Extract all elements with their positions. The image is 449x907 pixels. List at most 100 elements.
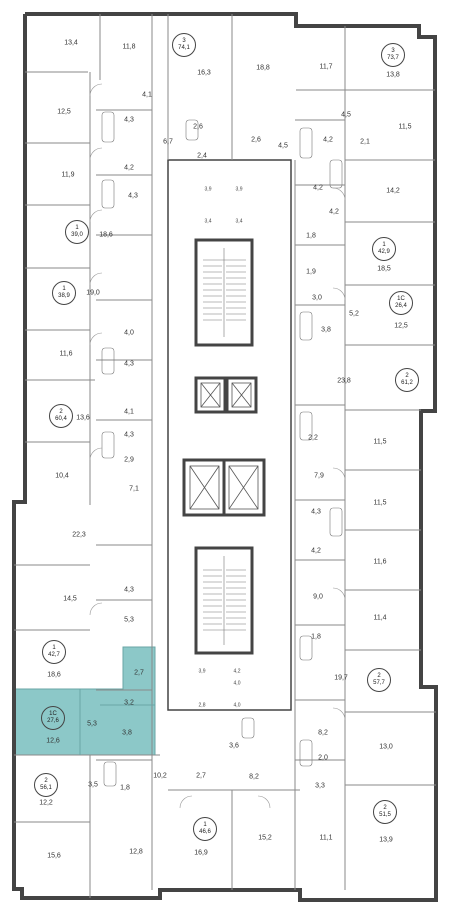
room-area-label: 3,5 xyxy=(88,781,98,789)
room-area-label: 18,6 xyxy=(99,231,113,239)
room-area-label: 11,5 xyxy=(398,123,412,131)
room-area-label: 12,5 xyxy=(394,322,408,330)
room-area-label: 12,2 xyxy=(39,799,53,807)
room-area-label: 4,5 xyxy=(341,111,351,119)
room-area-label: 7,1 xyxy=(129,485,139,493)
bathtub-icon xyxy=(101,111,343,787)
room-area-label: 3,9 xyxy=(198,668,206,675)
room-area-label: 4,0 xyxy=(233,680,241,687)
room-area-label: 5,3 xyxy=(87,720,97,728)
room-area-label: 11,9 xyxy=(61,171,75,179)
room-area-label: 4,3 xyxy=(124,116,134,124)
room-area-label: 4,0 xyxy=(233,702,241,709)
room-area-label: 1,8 xyxy=(306,232,316,240)
room-area-label: 13,9 xyxy=(379,836,393,844)
room-area-label: 11,4 xyxy=(373,614,387,622)
room-area-label: 4,1 xyxy=(124,408,134,416)
room-area-label: 9,0 xyxy=(313,593,323,601)
elevator-icon xyxy=(189,382,259,510)
room-area-label: 2,2 xyxy=(308,434,318,442)
room-area-label: 2,7 xyxy=(134,669,144,677)
room-area-label: 4,5 xyxy=(278,142,288,150)
room-area-label: 22,3 xyxy=(72,531,86,539)
room-area-label: 2,4 xyxy=(197,152,207,160)
room-area-label: 3,2 xyxy=(124,699,134,707)
room-area-label: 8,2 xyxy=(318,729,328,737)
room-area-label: 7,9 xyxy=(314,472,324,480)
room-area-label: 3,8 xyxy=(321,326,331,334)
room-area-label: 11,6 xyxy=(59,350,73,358)
room-area-label: 4,2 xyxy=(233,668,241,675)
room-area-label: 4,1 xyxy=(142,91,152,99)
room-area-label: 2,1 xyxy=(360,138,370,146)
room-area-label: 11,8 xyxy=(122,43,136,51)
room-area-label: 2,0 xyxy=(318,754,328,762)
room-area-label: 3,6 xyxy=(229,742,239,750)
room-area-label: 10,2 xyxy=(153,772,167,780)
room-area-label: 13,6 xyxy=(76,414,90,422)
room-area-label: 16,3 xyxy=(197,69,211,77)
room-area-label: 3,8 xyxy=(122,729,132,737)
room-area-label: 2,6 xyxy=(193,123,203,131)
room-area-label: 3,0 xyxy=(312,294,322,302)
room-area-label: 4,2 xyxy=(313,184,323,192)
room-area-label: 18,8 xyxy=(256,64,270,72)
room-area-label: 15,6 xyxy=(47,852,61,860)
room-area-label: 16,9 xyxy=(194,849,208,857)
room-area-label: 18,5 xyxy=(377,265,391,273)
outer-walls xyxy=(12,12,438,902)
room-area-label: 6,7 xyxy=(163,138,173,146)
room-area-label: 4,2 xyxy=(311,547,321,555)
room-area-label: 11,7 xyxy=(319,63,333,71)
room-area-label: 4,2 xyxy=(329,208,339,216)
room-area-label: 3,9 xyxy=(235,186,243,193)
room-area-label: 3,3 xyxy=(315,782,325,790)
door-swing-icon xyxy=(89,83,346,809)
room-area-label: 13,4 xyxy=(64,39,78,47)
room-area-label: 1,8 xyxy=(120,784,130,792)
room-area-label: 8,2 xyxy=(249,773,259,781)
room-area-label: 18,6 xyxy=(47,671,61,679)
room-area-label: 13,8 xyxy=(386,71,400,79)
room-area-label: 4,0 xyxy=(124,329,134,337)
room-area-label: 4,3 xyxy=(124,431,134,439)
room-area-label: 23,8 xyxy=(337,377,351,385)
room-area-label: 4,3 xyxy=(311,508,321,516)
room-area-label: 4,3 xyxy=(124,586,134,594)
room-area-label: 4,3 xyxy=(124,360,134,368)
room-area-label: 3,4 xyxy=(204,218,212,225)
room-area-label: 12,6 xyxy=(46,737,60,745)
room-area-label: 10,4 xyxy=(55,472,69,480)
room-area-label: 4,3 xyxy=(128,192,138,200)
room-area-label: 11,5 xyxy=(373,499,387,507)
central-core xyxy=(167,159,292,711)
room-area-label: 11,6 xyxy=(373,558,387,566)
staircase-icon xyxy=(203,248,246,645)
room-area-label: 3,4 xyxy=(235,218,243,225)
room-area-label: 1,8 xyxy=(311,633,321,641)
room-area-label: 4,2 xyxy=(323,136,333,144)
room-area-label: 14,2 xyxy=(386,187,400,195)
room-area-label: 15,2 xyxy=(258,834,272,842)
room-area-label: 11,5 xyxy=(373,438,387,446)
room-area-label: 14,5 xyxy=(63,595,77,603)
room-area-label: 2,6 xyxy=(251,136,261,144)
room-area-label: 12,8 xyxy=(129,848,143,856)
room-area-label: 3,9 xyxy=(204,186,212,193)
room-area-label: 2,8 xyxy=(198,702,206,709)
